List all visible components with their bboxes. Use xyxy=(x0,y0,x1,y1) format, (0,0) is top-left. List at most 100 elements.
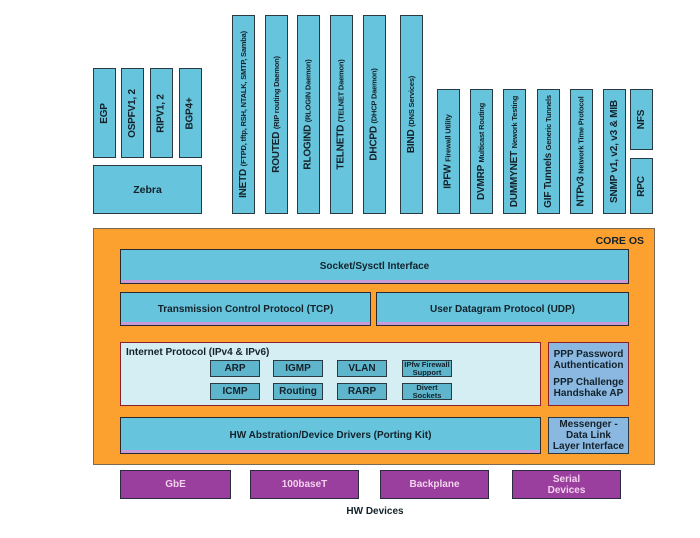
hw-device-serial-line2: Devices xyxy=(547,484,586,496)
ppp-chap-line1: PPP Challenge xyxy=(553,377,624,388)
util-dummynet-text: DUMMYNET Nework Testing xyxy=(509,96,520,207)
routing-rip-label: RIPV1, 2 xyxy=(156,93,168,133)
util-desc: Network Time Protocol xyxy=(577,96,587,174)
hw-device-serial-line1: Serial xyxy=(552,473,581,485)
socket-sysctl-label: Socket/Sysctl Interface xyxy=(319,261,430,272)
hw-abstraction-box: HW Abstration/Device Drivers (Porting Ki… xyxy=(120,417,541,454)
daemon-desc: (DNS Services) xyxy=(407,75,417,127)
util-dummynet: DUMMYNET Nework Testing xyxy=(503,89,526,214)
routing-ospf-label: OSPFV1, 2 xyxy=(127,88,138,138)
daemon-rlogind-text: RLOGIND (RLOGIN Daemon) xyxy=(303,59,314,169)
core-os-container: CORE OS Socket/Sysctl Interface Transmis… xyxy=(93,228,655,465)
proto-ipfw-support-label: IPfw Firewall Support xyxy=(404,359,450,377)
ppp-pap-line1: PPP Password xyxy=(553,349,624,360)
proto-igmp: IGMP xyxy=(273,360,323,377)
proto-ipfw-support: IPfw Firewall Support xyxy=(402,360,452,377)
routing-rip: RIPV1, 2 xyxy=(150,68,173,158)
routing-egp: EGP xyxy=(93,68,116,158)
daemon-desc: (RLOGIN Daemon) xyxy=(304,59,313,123)
daemon-routed-text: ROUTED (RIP routing Daemon) xyxy=(271,56,282,173)
hw-device-gbe: GbE xyxy=(120,470,231,499)
hw-device-100baset-label: 100baseT xyxy=(281,479,328,490)
proto-vlan: VLAN xyxy=(337,360,387,377)
daemon-desc: (RIP routing Daemon) xyxy=(272,56,282,130)
daemon-bind-text: BIND (DNS Services) xyxy=(406,76,417,153)
util-gif: GIF Tunnels Generic Tunnels xyxy=(537,89,560,214)
proto-vlan-label: VLAN xyxy=(348,362,376,374)
util-name: IPFW xyxy=(443,164,455,189)
daemon-dhcpd: DHCPD (DHCP Daemon) xyxy=(363,15,386,214)
routing-egp-label: EGP xyxy=(99,102,110,124)
util-ntpv3-text: NTPv3 Network Time Protocol xyxy=(576,96,587,206)
util-name: DVMRP xyxy=(476,165,488,201)
daemon-name: RLOGIND xyxy=(303,124,314,170)
proto-divert-sockets-label: Divert Sockets xyxy=(412,382,442,400)
nfs-label: NFS xyxy=(636,109,647,130)
proto-arp-label: ARP xyxy=(224,362,246,374)
messenger-line2: Data Link xyxy=(565,430,611,441)
hw-abstraction-label: HW Abstration/Device Drivers (Porting Ki… xyxy=(229,430,432,441)
proto-icmp-label: ICMP xyxy=(222,385,248,397)
util-dvmrp: DVMRP Multicast Routing xyxy=(470,89,493,214)
proto-arp: ARP xyxy=(210,360,260,377)
core-os-label: CORE OS xyxy=(595,235,644,247)
daemon-telnetd-text: TELNETD (TELNET Daemon) xyxy=(336,59,347,169)
udp-label: User Datagram Protocol (UDP) xyxy=(429,303,576,315)
daemon-telnetd: TELNETD (TELNET Daemon) xyxy=(330,15,353,214)
hw-device-backplane-label: Backplane xyxy=(409,479,460,490)
daemon-desc: (DHCP Daemon) xyxy=(370,68,379,124)
proto-rarp-label: RARP xyxy=(347,385,377,397)
util-snmp: SNMP v1, v2, v3 & MIB xyxy=(603,89,626,214)
daemon-bind: BIND (DNS Services) xyxy=(400,15,423,214)
proto-divert-sockets: Divert Sockets xyxy=(402,383,452,400)
rpc-box: RPC xyxy=(630,158,653,214)
proto-routing: Routing xyxy=(273,383,323,400)
daemon-desc: (TELNET Daemon) xyxy=(337,59,346,123)
daemon-name: INETD xyxy=(238,168,250,198)
hw-devices-label: HW Devices xyxy=(346,506,404,517)
internet-protocol-box: Internet Protocol (IPv4 & IPv6) ARP IGMP… xyxy=(120,342,541,406)
daemon-routed: ROUTED (RIP routing Daemon) xyxy=(265,15,288,214)
util-name: SNMP v1, v2, v3 & MIB xyxy=(609,100,621,203)
util-dvmrp-text: DVMRP Multicast Routing xyxy=(476,103,487,200)
util-name: GIF Tunnels xyxy=(543,152,554,208)
hw-device-100baset: 100baseT xyxy=(250,470,359,499)
tcp-label: Transmission Control Protocol (TCP) xyxy=(157,303,334,315)
proto-rarp: RARP xyxy=(337,383,387,400)
daemon-dhcpd-text: DHCPD (DHCP Daemon) xyxy=(369,68,380,160)
zebra-label: Zebra xyxy=(133,183,162,196)
daemon-name: TELNETD xyxy=(336,124,347,170)
routing-ospf: OSPFV1, 2 xyxy=(121,68,144,158)
util-desc: Generic Tunnels xyxy=(544,95,553,151)
daemon-rlogind: RLOGIND (RLOGIN Daemon) xyxy=(297,15,320,214)
rpc-label: RPC xyxy=(635,175,647,197)
socket-sysctl-interface: Socket/Sysctl Interface xyxy=(120,249,629,284)
udp-box: User Datagram Protocol (UDP) xyxy=(376,292,629,326)
util-ntpv3: NTPv3 Network Time Protocol xyxy=(570,89,593,214)
util-desc: Firewall Utility xyxy=(444,114,454,162)
util-snmp-text: SNMP v1, v2, v3 & MIB xyxy=(609,100,620,203)
daemon-name: DHCPD xyxy=(369,126,380,161)
internet-protocol-label: Internet Protocol (IPv4 & IPv6) xyxy=(126,347,270,358)
daemon-name: BIND xyxy=(406,129,418,154)
util-desc: Nework Testing xyxy=(510,95,519,149)
util-gif-text: GIF Tunnels Generic Tunnels xyxy=(543,95,554,208)
proto-routing-label: Routing xyxy=(279,385,317,397)
util-name: DUMMYNET xyxy=(509,150,520,208)
daemon-inetd: INETD (FTPD, tftp, RSH, NTALK, SMTP, Sam… xyxy=(232,15,255,214)
zebra-box: Zebra xyxy=(93,165,202,214)
ppp-pap-line2: Authentication xyxy=(553,360,624,371)
ppp-box: PPP Password Authentication PPP Challeng… xyxy=(548,342,629,406)
util-desc: Multicast Routing xyxy=(477,102,487,163)
daemon-inetd-text: INETD (FTPD, tftp, RSH, NTALK, SMTP, Sam… xyxy=(238,31,249,198)
tcp-box: Transmission Control Protocol (TCP) xyxy=(120,292,371,326)
messenger-box: Messenger - Data Link Layer Interface xyxy=(548,417,629,454)
daemon-desc: (FTPD, tftp, RSH, NTALK, SMTP, Samba) xyxy=(239,31,249,167)
proto-icmp: ICMP xyxy=(210,383,260,400)
hw-device-backplane: Backplane xyxy=(380,470,489,499)
util-ipfw-text: IPFW Firewall Utility xyxy=(443,114,454,188)
util-name: NTPv3 xyxy=(576,176,588,207)
routing-bgp-label: BGP4+ xyxy=(185,96,197,130)
hw-device-serial: Serial Devices xyxy=(512,470,621,499)
proto-igmp-label: IGMP xyxy=(285,362,311,374)
